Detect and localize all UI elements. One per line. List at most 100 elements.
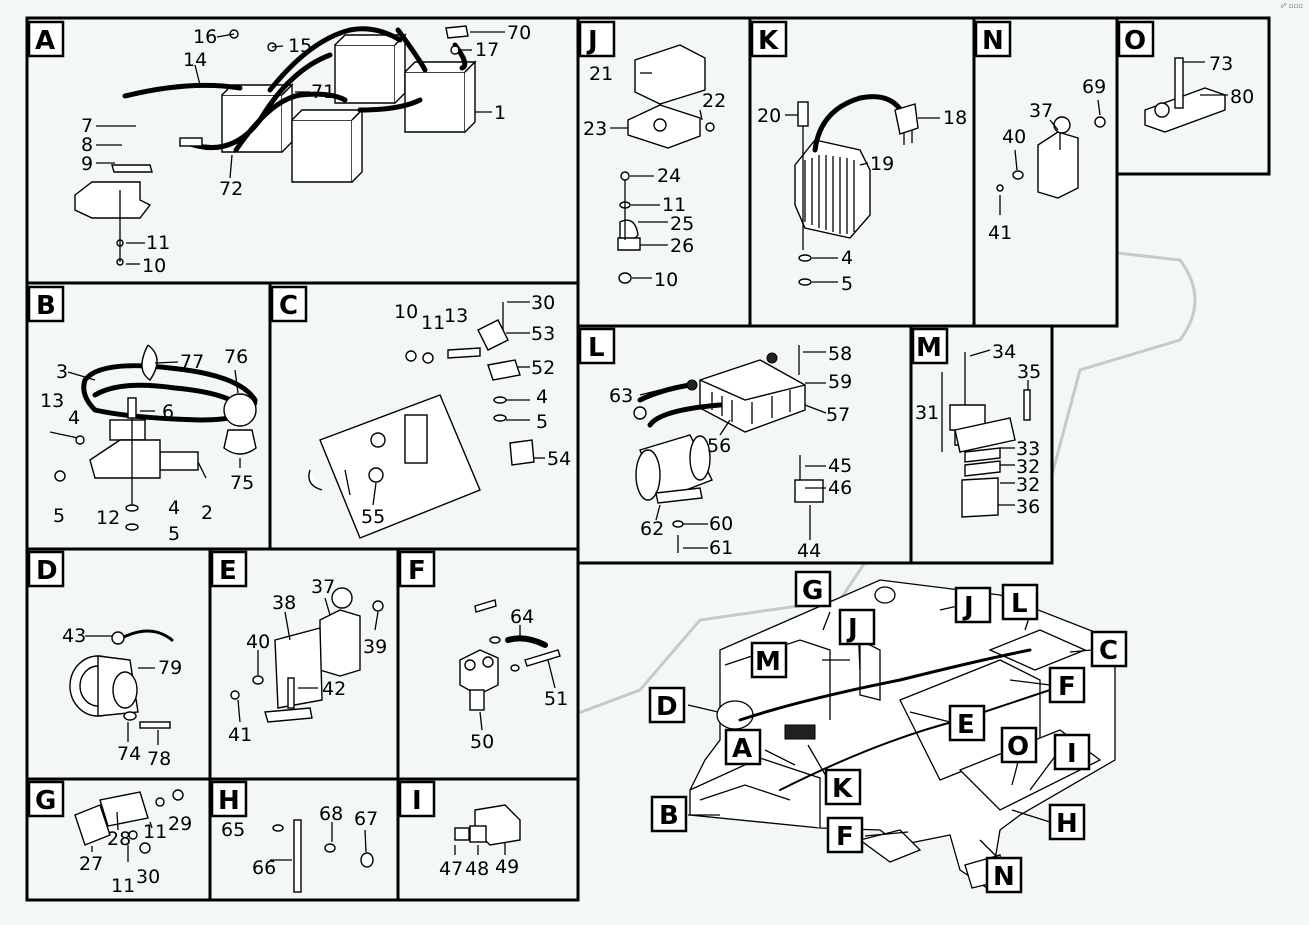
svg-text:A: A — [732, 734, 752, 764]
section-tag-e[interactable]: E — [210, 550, 248, 588]
svg-text:61: 61 — [709, 537, 733, 559]
callout-m[interactable]: M — [750, 641, 788, 679]
callout-c[interactable]: C — [1090, 630, 1128, 668]
svg-text:E: E — [957, 710, 975, 740]
svg-text:20: 20 — [757, 105, 781, 127]
overview-machine-art — [687, 579, 1116, 892]
svg-text:M: M — [755, 647, 781, 677]
section-tag-a[interactable]: A — [27, 20, 65, 58]
svg-text:H: H — [218, 786, 240, 816]
svg-text:42: 42 — [322, 678, 346, 700]
callout-b[interactable]: B — [650, 795, 688, 833]
svg-text:66: 66 — [252, 857, 276, 879]
svg-text:10: 10 — [142, 255, 166, 277]
svg-text:46: 46 — [828, 477, 852, 499]
section-tag-m[interactable]: M — [911, 327, 949, 365]
section-tag-h[interactable]: H — [210, 780, 248, 818]
svg-text:F: F — [1058, 672, 1076, 702]
section-e-art — [230, 587, 384, 723]
svg-text:36: 36 — [1016, 496, 1040, 518]
callout-j2[interactable]: J — [838, 608, 876, 646]
callout-a[interactable]: A — [724, 728, 762, 766]
svg-text:45: 45 — [828, 455, 852, 477]
svg-text:41: 41 — [228, 724, 252, 746]
svg-text:69: 69 — [1082, 76, 1106, 98]
callout-k[interactable]: K — [824, 768, 862, 806]
svg-text:G: G — [35, 786, 56, 816]
callout-i[interactable]: I — [1053, 733, 1091, 771]
svg-text:73: 73 — [1209, 53, 1233, 75]
svg-text:32: 32 — [1016, 456, 1040, 478]
svg-text:6: 6 — [162, 401, 174, 423]
svg-text:11: 11 — [143, 821, 167, 843]
svg-text:I: I — [1067, 739, 1077, 769]
part-labels: 16 15 14 70 17 71 1 7 8 9 72 11 10 3 77 … — [40, 22, 1254, 897]
svg-text:L: L — [588, 333, 605, 363]
section-tag-i[interactable]: I — [398, 780, 436, 818]
svg-text:77: 77 — [180, 351, 204, 373]
section-tag-n[interactable]: N — [974, 20, 1012, 58]
svg-text:30: 30 — [531, 292, 555, 314]
svg-text:J: J — [962, 592, 974, 622]
callout-e[interactable]: E — [948, 704, 986, 742]
svg-text:J: J — [586, 26, 598, 56]
svg-text:78: 78 — [147, 748, 171, 770]
svg-text:19: 19 — [870, 153, 894, 175]
svg-text:56: 56 — [707, 435, 731, 457]
svg-text:22: 22 — [702, 90, 726, 112]
svg-text:16: 16 — [193, 26, 217, 48]
svg-text:51: 51 — [544, 688, 568, 710]
section-tag-c[interactable]: C — [270, 285, 308, 323]
svg-text:31: 31 — [915, 402, 939, 424]
section-m-art — [941, 349, 1031, 518]
svg-text:23: 23 — [583, 118, 607, 140]
svg-text:5: 5 — [168, 523, 180, 545]
section-tag-b[interactable]: B — [27, 285, 65, 323]
section-d-art — [69, 629, 174, 745]
section-tag-j[interactable]: J — [578, 20, 616, 58]
svg-text:40: 40 — [1002, 126, 1026, 148]
svg-text:11: 11 — [146, 232, 170, 254]
svg-text:13: 13 — [444, 305, 468, 327]
callout-j[interactable]: J — [954, 586, 992, 624]
callout-l[interactable]: L — [1001, 583, 1039, 621]
svg-text:62: 62 — [640, 518, 664, 540]
callout-h[interactable]: H — [1048, 803, 1086, 841]
svg-text:34: 34 — [992, 341, 1016, 363]
svg-text:10: 10 — [394, 301, 418, 323]
svg-text:B: B — [659, 801, 679, 831]
svg-text:21: 21 — [589, 63, 613, 85]
corner-mark: ₀⁰ ▫▫▫ — [1280, 2, 1303, 10]
section-tag-k[interactable]: K — [750, 20, 788, 58]
svg-text:33: 33 — [1016, 438, 1040, 460]
svg-text:O: O — [1007, 732, 1029, 762]
svg-text:29: 29 — [168, 813, 192, 835]
callout-o[interactable]: O — [1000, 726, 1038, 764]
section-i-art — [454, 804, 521, 855]
callout-d[interactable]: D — [648, 686, 686, 724]
svg-text:11: 11 — [421, 312, 445, 334]
svg-text:18: 18 — [943, 107, 967, 129]
section-n-art — [996, 99, 1106, 215]
svg-text:11: 11 — [111, 875, 135, 897]
section-tag-g[interactable]: G — [27, 780, 65, 818]
section-tag-o[interactable]: O — [1117, 20, 1155, 58]
svg-text:52: 52 — [531, 357, 555, 379]
svg-text:10: 10 — [654, 269, 678, 291]
callout-f2[interactable]: F — [826, 816, 864, 854]
svg-text:70: 70 — [507, 22, 531, 44]
svg-text:4: 4 — [68, 407, 80, 429]
svg-text:I: I — [412, 786, 422, 816]
section-g-art — [74, 789, 184, 862]
section-tag-l[interactable]: L — [578, 327, 616, 365]
callout-n[interactable]: N — [985, 856, 1023, 894]
svg-text:13: 13 — [40, 390, 64, 412]
callout-g[interactable]: G — [794, 570, 832, 608]
callout-f[interactable]: F — [1048, 666, 1086, 704]
svg-text:55: 55 — [361, 506, 385, 528]
svg-text:50: 50 — [470, 731, 494, 753]
section-tag-f[interactable]: F — [398, 550, 436, 588]
section-tag-d[interactable]: D — [27, 550, 65, 588]
svg-text:26: 26 — [670, 235, 694, 257]
